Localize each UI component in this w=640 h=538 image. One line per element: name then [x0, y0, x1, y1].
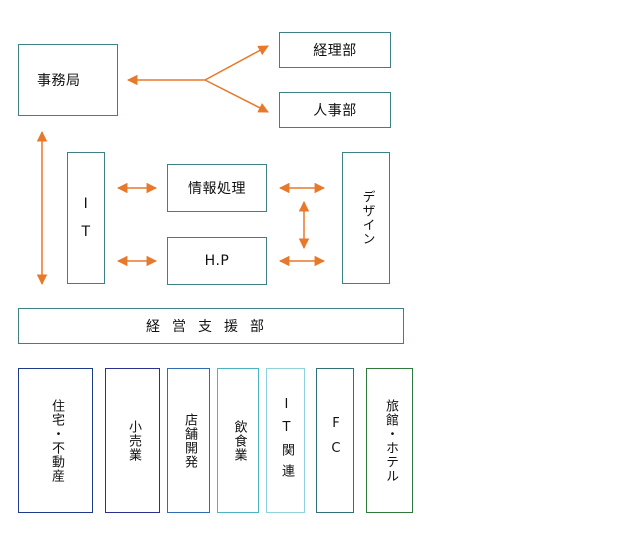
node-jimukyoku-label: 事務局 [37, 73, 81, 89]
node-keiri-label: 経理部 [313, 43, 357, 59]
node-jinji-label: 人事部 [313, 103, 357, 119]
node-design-label: デザイン [359, 190, 375, 246]
industry-food: 飲食業 [217, 368, 259, 513]
industry-housing-label: 住宅・不動産 [48, 398, 64, 483]
node-it-label-t: T [81, 224, 91, 241]
industry-fc-label: FC [328, 415, 344, 466]
node-it: I T [67, 152, 105, 284]
arrow-to-keiri [204, 45, 269, 81]
node-design: デザイン [342, 152, 390, 284]
node-keiri: 経理部 [279, 32, 391, 68]
industry-hotel: 旅館・ホテル [366, 368, 413, 513]
node-keiei: 経営支援部 [18, 308, 404, 344]
node-joho: 情報処理 [167, 164, 267, 212]
arrow-to-jinji [204, 79, 269, 113]
industry-it-label: IT関連 [278, 396, 294, 485]
node-jimukyoku: 事務局 [18, 44, 118, 116]
node-hp: H.P [167, 237, 267, 285]
industry-retail: 小売業 [105, 368, 160, 513]
industry-it: IT関連 [266, 368, 305, 513]
industry-food-label: 飲食業 [231, 419, 247, 462]
industry-hotel-label: 旅館・ホテル [382, 398, 398, 483]
industry-store-dev: 店舗開発 [167, 368, 210, 513]
node-jinji: 人事部 [279, 92, 391, 128]
industry-store-dev-label: 店舗開発 [181, 412, 197, 469]
industry-retail-label: 小売業 [125, 419, 141, 462]
industry-fc: FC [316, 368, 354, 513]
industry-housing: 住宅・不動産 [18, 368, 93, 513]
node-it-label-i: I [83, 195, 89, 212]
node-hp-label: H.P [204, 253, 230, 269]
node-joho-label: 情報処理 [188, 181, 246, 197]
node-keiei-label: 経営支援部 [146, 319, 276, 335]
